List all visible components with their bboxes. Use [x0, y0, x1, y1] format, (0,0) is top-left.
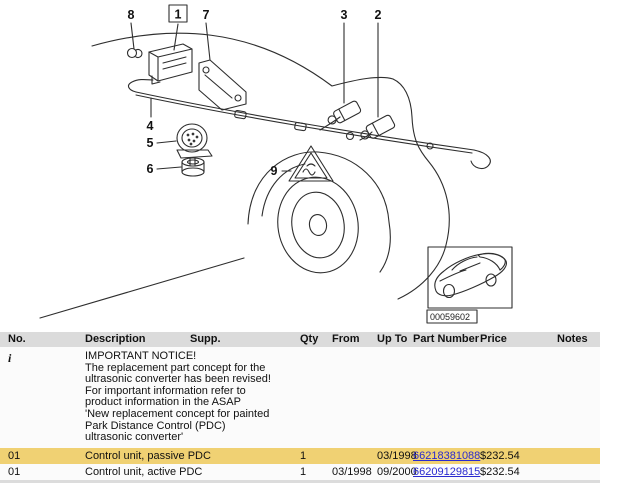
callout-1[interactable]: 1 [175, 8, 182, 22]
cell-up-to: 09/2000 [377, 466, 417, 478]
part-number-link[interactable]: 66218381088 [413, 450, 481, 462]
callout-1-highlight-box[interactable] [168, 4, 188, 23]
cell-description: Control unit, passive PDC [85, 450, 211, 462]
cell-up-to: 03/1998 [377, 450, 417, 462]
mounting-bracket-part [198, 59, 247, 111]
notice-line: IMPORTANT NOTICE! [85, 350, 197, 362]
callout-2[interactable]: 2 [375, 8, 382, 22]
header-notes: Notes [557, 333, 588, 345]
cell-price: $232.54 [480, 466, 520, 478]
notice-line: Park Distance Control (PDC) [85, 419, 226, 432]
table-row-active-pdc[interactable]: 01 Control unit, active PDC 1 03/1998 09… [0, 464, 600, 480]
pdc-sensor-part-5 [176, 123, 213, 166]
cell-qty: 1 [300, 450, 307, 462]
callout-5[interactable]: 5 [147, 136, 154, 150]
cell-price: $232.54 [480, 450, 520, 462]
header-price: Price [480, 333, 507, 345]
callout-4[interactable]: 4 [147, 119, 154, 133]
part-number-link[interactable]: 66209129815 [413, 466, 481, 478]
header-from: From [332, 333, 360, 345]
header-up-to: Up To [377, 333, 408, 345]
header-description: Description [85, 333, 146, 345]
wiring-harness-part [127, 78, 491, 170]
callout-9[interactable]: 9 [271, 164, 278, 178]
cell-qty: 1 [300, 466, 307, 478]
inset-car-thumbnail: 00059602 [426, 246, 513, 324]
car-body-outline [39, 32, 450, 319]
control-unit-part [148, 43, 193, 85]
diagram-code: 00059602 [430, 312, 470, 322]
notice-line: For important information refer to [85, 384, 246, 397]
cell-no: 01 [8, 450, 21, 462]
grommet-part-6 [181, 157, 205, 177]
callout-labels: 8 1 7 3 2 4 5 6 9 [128, 4, 382, 178]
callout-leader-lines [130, 22, 379, 172]
callout-3[interactable]: 3 [341, 8, 348, 22]
parts-table: No. Description Supp. Qty From Up To Par… [0, 332, 600, 483]
notice-line: ultrasonic converter' [85, 431, 184, 444]
header-qty: Qty [300, 333, 319, 345]
callout-7[interactable]: 7 [203, 8, 210, 22]
notice-line: The replacement part concept for the [85, 361, 266, 374]
pdc-sensor-part-3 [327, 100, 362, 125]
notice-text: IMPORTANT NOTICE! The replacement part c… [85, 350, 271, 444]
notice-line: 'New replacement concept for painted [85, 407, 270, 420]
notice-info-icon: i [8, 351, 12, 365]
table-row-passive-pdc[interactable]: 01 Control unit, passive PDC 1 03/1998 6… [0, 448, 600, 464]
pdc-sensor-part-2 [360, 114, 396, 140]
wheel [277, 176, 359, 274]
callout-8[interactable]: 8 [128, 8, 135, 22]
header-no: No. [8, 333, 26, 345]
parts-diagram: 8 1 7 3 2 4 5 6 9 00059602 [39, 4, 513, 324]
callout-6[interactable]: 6 [147, 162, 154, 176]
header-part-number: Part Number [413, 333, 480, 345]
cell-from: 03/1998 [332, 466, 372, 478]
table-header-row: No. Description Supp. Qty From Up To Par… [0, 332, 600, 347]
notice-line: product information in the ASAP [85, 396, 241, 409]
header-supp: Supp. [190, 333, 221, 345]
grommet-part-8 [126, 47, 143, 59]
warning-triangle-icon [288, 145, 334, 182]
cell-no: 01 [8, 466, 21, 478]
cell-description: Control unit, active PDC [85, 466, 203, 478]
notice-line: ultrasonic converter has been revised! [85, 373, 271, 386]
notice-row: i IMPORTANT NOTICE! The replacement part… [0, 350, 600, 448]
